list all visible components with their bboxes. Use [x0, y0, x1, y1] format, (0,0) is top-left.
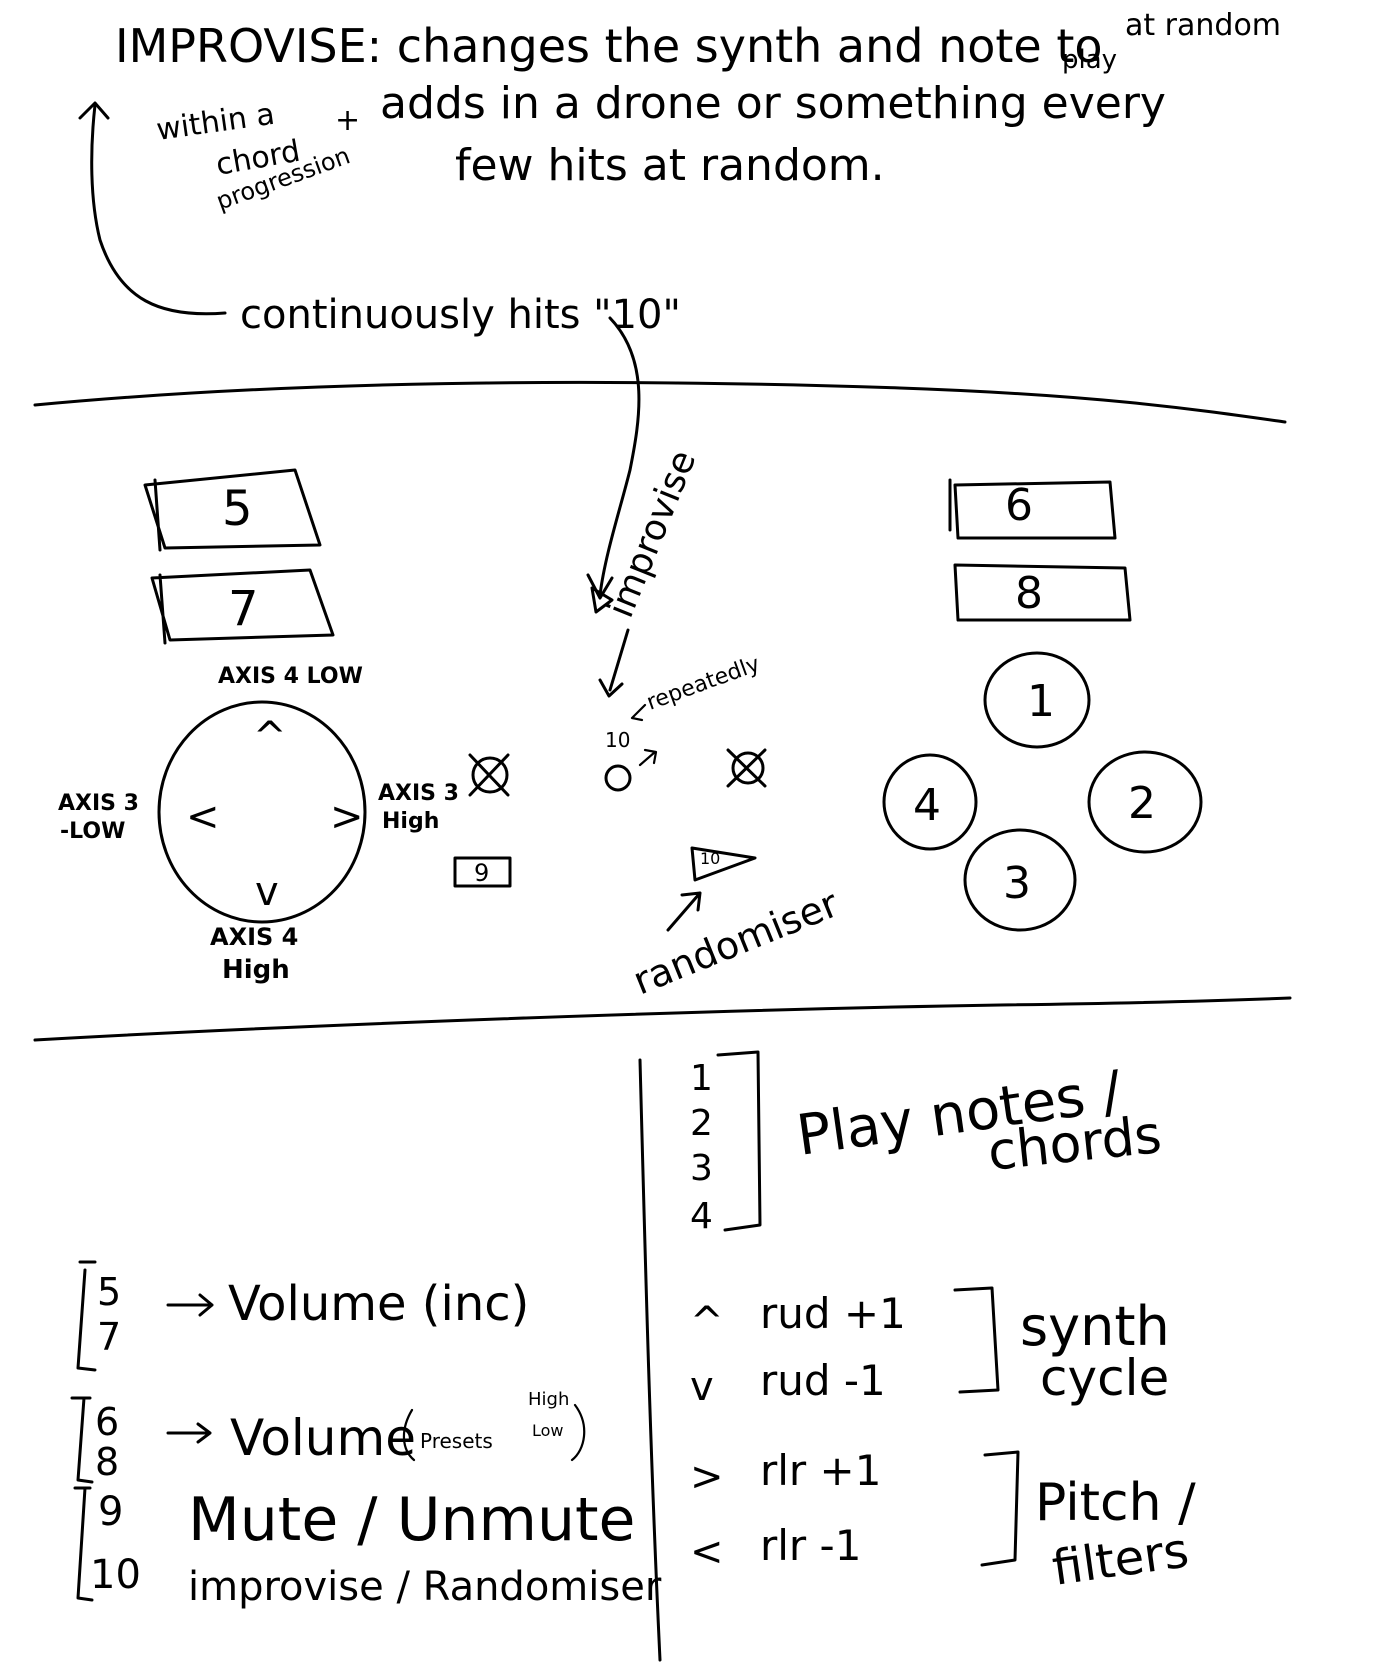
- axis3-low-label-2: -LOW: [60, 819, 125, 844]
- divider-bottom: [33, 996, 1292, 1042]
- arrow-improvise-to-ten: [608, 628, 630, 692]
- bracket-pitch: [980, 1450, 1020, 1567]
- improvise-note-line3: few hits at random.: [455, 140, 885, 191]
- pitch-label-1: Pitch /: [1035, 1473, 1196, 1533]
- improvise-button: improvise: [590, 445, 704, 624]
- legend-row2-presets: Presets: [420, 1429, 493, 1453]
- arrow-right-icon: [166, 1293, 214, 1317]
- improvise-label: improvise: [600, 445, 704, 624]
- continuously-note: continuously hits "10": [240, 292, 681, 338]
- legend-row2-high: High: [528, 1389, 569, 1410]
- shoulder-button-8: 8: [953, 563, 1132, 622]
- left-label: rlr -1: [760, 1521, 861, 1570]
- right-label: rlr +1: [760, 1446, 881, 1495]
- axis3-low-label-1: AXIS 3: [58, 791, 139, 816]
- legend-row1-label: Volume (inc): [228, 1276, 529, 1332]
- crossed-out-stick-left-icon: [468, 753, 510, 797]
- svg-text:8: 8: [1015, 568, 1043, 619]
- legend-key-10: 10: [90, 1552, 141, 1598]
- left-sym-icon: <: [690, 1529, 724, 1575]
- legend-key-3: 3: [690, 1148, 713, 1189]
- ten-play-label: 10: [700, 849, 720, 868]
- synth-label-2: cycle: [1040, 1349, 1169, 1407]
- legend-right: 1 2 3 4 Play notes / chords ^ rud +1 v r…: [690, 1050, 1196, 1597]
- face-button-1: 1: [983, 651, 1091, 749]
- divider-top: [33, 380, 1287, 424]
- arrow-repeatedly-icon: [630, 703, 647, 722]
- ten-small-label: 10: [605, 728, 630, 752]
- repeatedly-label: repeatedly: [644, 652, 764, 716]
- button-9: 9: [453, 856, 512, 888]
- face-button-4: 4: [882, 753, 978, 851]
- legend-key-9: 9: [98, 1489, 123, 1535]
- arrow-randomiser-icon: [666, 891, 702, 932]
- face-button-2: 2: [1087, 750, 1203, 854]
- legend-key-5: 5: [97, 1270, 121, 1314]
- legend-key-2: 2: [690, 1103, 713, 1144]
- svg-text:7: 7: [228, 581, 259, 637]
- svg-text:5: 5: [222, 481, 253, 537]
- axis4-high-label-1: AXIS 4: [210, 923, 298, 951]
- svg-text:4: 4: [913, 780, 941, 831]
- improvise-note: IMPROVISE: changes the synth and note to…: [115, 8, 1281, 216]
- improvise-note-line2: adds in a drone or something every: [380, 78, 1166, 129]
- legend-key-6: 6: [95, 1400, 119, 1444]
- up-label: rud +1: [760, 1289, 906, 1338]
- face-button-3: 3: [963, 828, 1077, 932]
- svg-text:6: 6: [1005, 480, 1033, 531]
- legend-key-4: 4: [690, 1196, 713, 1237]
- ten-button-circle-icon: [604, 764, 632, 792]
- svg-text:2: 2: [1128, 778, 1156, 829]
- improvise-note-random: at random: [1125, 8, 1281, 43]
- synth-label-1: synth: [1020, 1295, 1170, 1358]
- improvise-note-play: play: [1062, 45, 1117, 75]
- axis4-high-label-2: High: [222, 955, 290, 985]
- svg-text:9: 9: [474, 859, 489, 887]
- shoulder-button-6: 6: [948, 478, 1117, 540]
- shoulder-button-5: 5: [143, 468, 322, 552]
- legend-key-7: 7: [97, 1315, 121, 1359]
- legend-left: 5 7 Volume (inc) 6 8 Volume Presets High…: [70, 1260, 662, 1610]
- legend-row3-label: Mute / Unmute: [188, 1485, 635, 1555]
- arrow-head-up-icon: [78, 101, 110, 120]
- bracket-synth: [953, 1286, 1000, 1394]
- arrow-right-icon: [166, 1422, 212, 1444]
- crossed-out-stick-right-icon: [726, 748, 767, 788]
- arrow-head-icon: [598, 678, 624, 698]
- axis4-low-label: AXIS 4 LOW: [218, 664, 363, 689]
- dpad-left-icon: <: [186, 794, 220, 840]
- legend-row2-label: Volume: [230, 1409, 416, 1467]
- svg-text:1: 1: [1027, 676, 1055, 727]
- down-label: rud -1: [760, 1356, 886, 1405]
- svg-text:3: 3: [1003, 858, 1031, 909]
- divider-vertical: [638, 1058, 662, 1662]
- legend-key-8: 8: [95, 1440, 119, 1484]
- shoulder-button-7: 7: [150, 568, 335, 645]
- arrow-head-down-icon: [586, 573, 614, 600]
- pitch-label-2: filters: [1049, 1522, 1192, 1596]
- dpad-down-icon: v: [255, 869, 279, 915]
- legend-row4-label: improvise / Randomiser: [188, 1564, 662, 1610]
- ten-arrow-icon: [638, 748, 658, 767]
- randomiser-label: randomiser: [627, 881, 845, 1003]
- axis3-high-label-2: High: [382, 809, 439, 834]
- arrow-from-note-to-improvise: [598, 316, 641, 597]
- dpad: ^ v < >: [157, 700, 367, 924]
- down-sym-icon: v: [690, 1364, 714, 1410]
- dpad-right-icon: >: [330, 794, 364, 840]
- axis3-high-label-1: AXIS 3: [378, 781, 459, 806]
- right-sym-icon: >: [690, 1454, 724, 1500]
- improvise-note-line1: IMPROVISE: changes the synth and note to: [115, 19, 1103, 73]
- dpad-up-icon: ^: [253, 714, 287, 760]
- up-sym-icon: ^: [690, 1299, 724, 1345]
- curved-arrow-to-improvise-note: [90, 103, 227, 316]
- bracket-play: [716, 1050, 762, 1232]
- improvise-note-plus: +: [335, 103, 360, 138]
- legend-key-1: 1: [690, 1058, 713, 1099]
- legend-row2-low: Low: [532, 1421, 564, 1440]
- randomiser-button: 10: [690, 846, 757, 882]
